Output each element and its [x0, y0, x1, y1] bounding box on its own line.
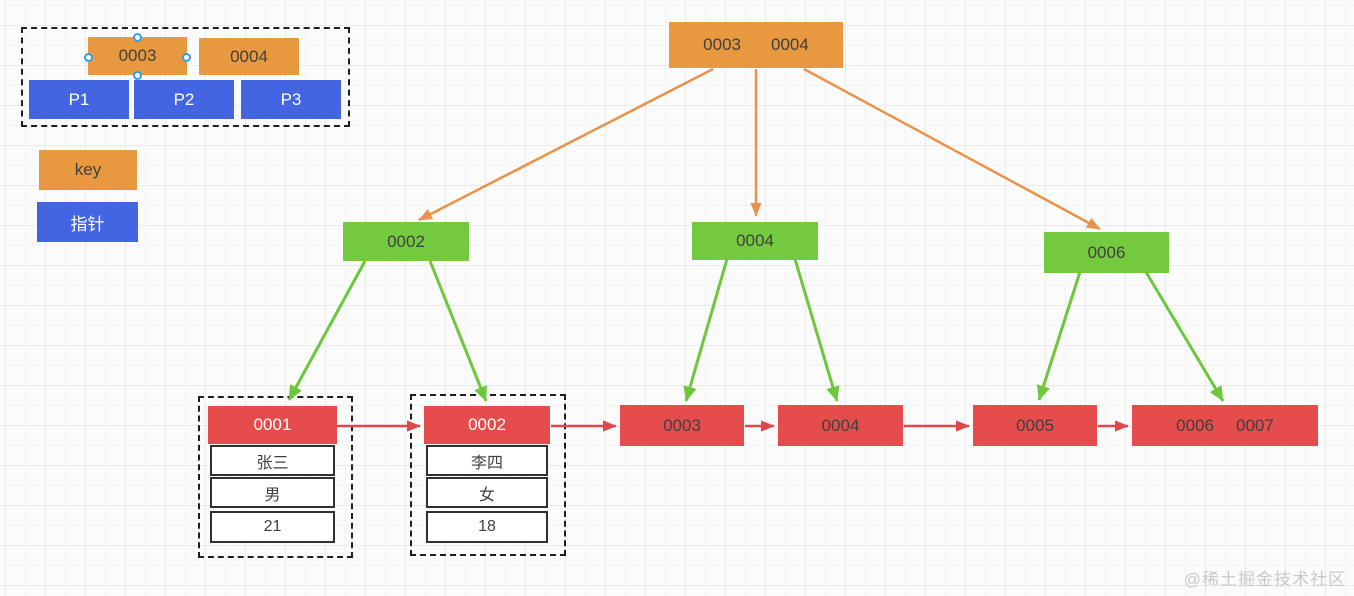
record-0002-name-cell[interactable]: 李四 [426, 445, 548, 476]
record-0002-name: 李四 [470, 454, 503, 472]
leaf-node-0005[interactable]: 0005 [973, 405, 1097, 446]
leaf-node-0001-label: 0001 [253, 415, 292, 434]
node-structure-group[interactable] [21, 27, 350, 127]
leaf-node-0007-label: 0007 [1236, 415, 1274, 435]
internal-node-0004[interactable]: 0004 [692, 222, 818, 260]
arrow-internal0002-to-leaf0001 [287, 260, 367, 401]
internal-node-0006[interactable]: 0006 [1044, 232, 1169, 273]
record-0002-gender-cell[interactable]: 女 [426, 477, 548, 508]
leaf-node-0002[interactable]: 0002 [424, 406, 550, 444]
leaf-node-0003[interactable]: 0003 [620, 405, 744, 446]
leaf-node-0004-label: 0004 [821, 415, 860, 435]
arrow-root-to-internal-0002 [418, 67, 714, 222]
leaf-node-0005-label: 0005 [1016, 415, 1054, 435]
selection-handle-top[interactable] [133, 33, 142, 42]
watermark: @稀土掘金技术社区 [1183, 570, 1346, 589]
record-0001-name-cell[interactable]: 张三 [210, 445, 335, 476]
root-key-1: 0003 [703, 35, 741, 54]
arrow-internal0004-to-leaf0004 [793, 258, 840, 402]
legend-key[interactable]: key [39, 150, 137, 190]
selection-handle-bottom[interactable] [133, 71, 142, 80]
example-pointer-p3[interactable]: P3 [241, 80, 341, 119]
internal-node-0002[interactable]: 0002 [343, 222, 469, 261]
internal-node-0006-label: 0006 [1087, 242, 1126, 262]
leaf-node-0003-label: 0003 [663, 415, 701, 435]
leaf-node-0004[interactable]: 0004 [778, 405, 903, 446]
example-key-0004-label: 0004 [230, 46, 268, 66]
record-0001-gender: 男 [264, 486, 281, 504]
example-key-0003-label: 0003 [118, 46, 157, 65]
root-key-2: 0004 [771, 35, 809, 54]
internal-node-0002-label: 0002 [387, 231, 425, 251]
legend-key-label: key [74, 160, 102, 179]
selection-handle-left[interactable] [84, 53, 93, 62]
record-group-0002[interactable] [410, 394, 566, 556]
arrow-internal0006-to-leaf0005 [1036, 271, 1082, 401]
record-0001-age-cell[interactable]: 21 [210, 511, 335, 543]
record-group-0001[interactable] [198, 396, 353, 558]
record-0001-gender-cell[interactable]: 男 [210, 477, 335, 508]
record-0002-gender: 女 [478, 486, 495, 504]
legend-pointer[interactable]: 指针 [37, 202, 138, 242]
arrow-internal0004-to-leaf0003 [683, 258, 729, 402]
example-key-0003[interactable]: 0003 [88, 37, 187, 75]
leaf-node-0001[interactable]: 0001 [208, 406, 337, 444]
example-pointer-p2-label: P2 [173, 89, 195, 109]
record-0002-age: 18 [478, 518, 496, 535]
example-key-0004[interactable]: 0004 [199, 38, 299, 75]
record-0001-age: 21 [263, 518, 282, 535]
leaf-node-0002-label: 0002 [468, 415, 506, 434]
record-0002-age-cell[interactable]: 18 [426, 511, 548, 543]
legend-pointer-label: 指针 [70, 214, 105, 234]
arrow-internal0006-to-leaf0006 [1144, 271, 1225, 402]
arrow-internal0002-to-leaf0002 [428, 260, 488, 402]
selection-handle-right[interactable] [182, 53, 191, 62]
internal-node-0004-label: 0004 [736, 231, 774, 250]
leaf-node-0006-label: 0006 [1176, 415, 1214, 435]
arrow-root-to-internal-0006 [803, 67, 1101, 231]
example-pointer-p1[interactable]: P1 [29, 80, 129, 119]
root-node[interactable]: 0003 0004 [669, 22, 843, 68]
example-pointer-p2[interactable]: P2 [134, 80, 234, 119]
example-pointer-p1-label: P1 [68, 89, 90, 109]
example-pointer-p3-label: P3 [280, 89, 302, 109]
record-0001-name: 张三 [256, 454, 289, 472]
leaf-node-0006-0007[interactable]: 0006 0007 [1132, 405, 1318, 446]
